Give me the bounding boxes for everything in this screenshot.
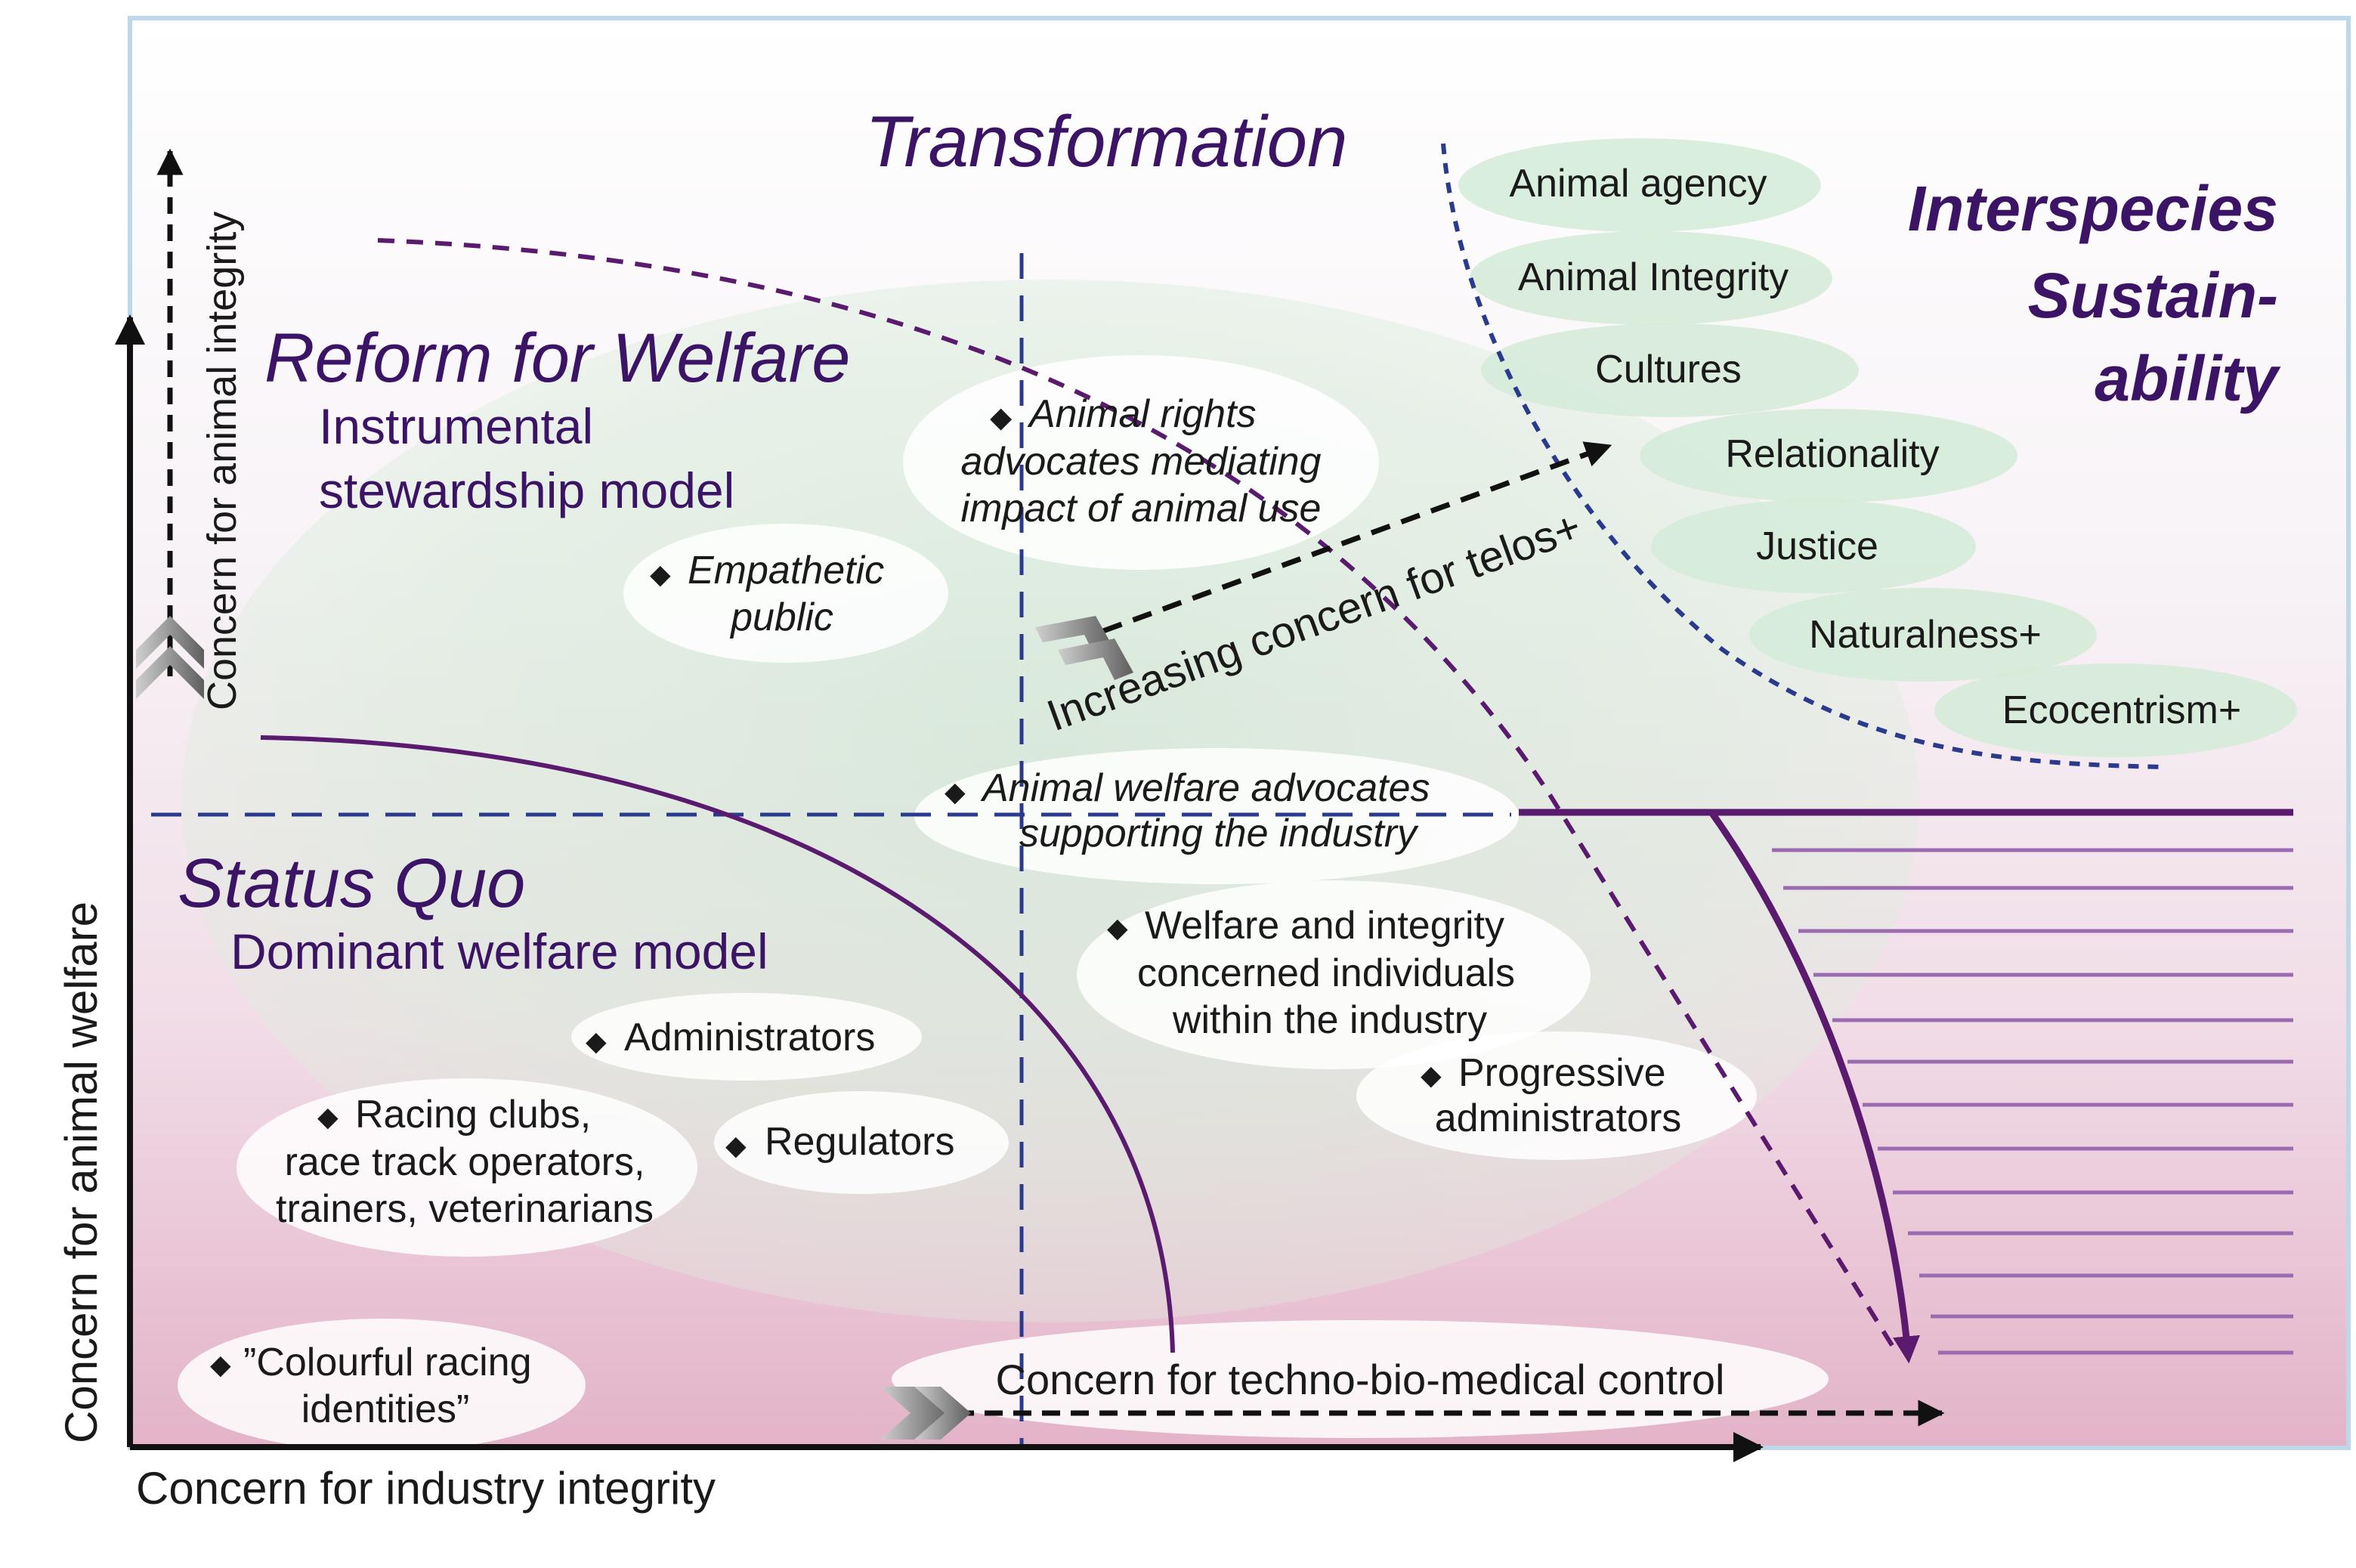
actor-welfare-integrity-line-1: Welfare and integrity [1145, 904, 1504, 948]
actor-racing-line-2: race track operators, [285, 1140, 645, 1184]
actor-welfare-integrity-line-2: concerned individuals [1137, 951, 1515, 995]
actor-welfare-advocates-line-1: Animal welfare advocates [980, 766, 1430, 810]
actor-empathetic-line-1: Empathetic [688, 549, 884, 592]
heading-interspecies-3: ability [2095, 343, 2281, 414]
actor-colourful: ◆ ”Colourful racing identities” [210, 1341, 532, 1431]
actor-welfare-integrity: ◆ Welfare and integrity concerned indivi… [1107, 904, 1515, 1042]
ellipse-welfare-advocates [914, 748, 1519, 884]
actor-progressive-line-1: Progressive [1458, 1051, 1666, 1095]
bullet-icon: ◆ [650, 558, 671, 589]
value-animal-agency: Animal agency [1509, 162, 1767, 206]
bullet-icon: ◆ [1107, 912, 1128, 943]
ellipse-justice [1651, 499, 1976, 593]
ellipse-colourful [178, 1319, 586, 1452]
bullet-icon: ◆ [945, 776, 966, 807]
actor-racing: ◆ Racing clubs, race track operators, tr… [276, 1093, 654, 1231]
bullet-icon: ◆ [317, 1101, 339, 1132]
ellipse-racing [237, 1078, 697, 1257]
value-cultures: Cultures [1595, 348, 1742, 391]
subheading-status-quo: Dominant welfare model [230, 923, 768, 979]
subheading-reform-1: Instrumental [319, 398, 593, 454]
ellipse-empathetic-public [623, 524, 948, 663]
heading-transformation: Transformation [865, 101, 1347, 182]
ellipse-relationality [1640, 409, 2017, 503]
actor-regulators-label: Regulators [765, 1120, 954, 1164]
bullet-icon: ◆ [725, 1130, 747, 1161]
ellipse-regulators [714, 1091, 1009, 1194]
actor-administrators-label: Administrators [624, 1016, 875, 1059]
heading-interspecies-2: Sustain- [2028, 260, 2278, 331]
value-relationality: Relationality [1725, 432, 1939, 476]
heading-reform: Reform for Welfare [264, 320, 850, 397]
actor-animal-rights: ◆ Animal rights advocates mediating impa… [961, 392, 1322, 530]
actor-racing-line-1: Racing clubs, [355, 1093, 591, 1137]
ellipse-welfare-integrity [1077, 880, 1591, 1069]
actor-animal-rights-line-2: advocates mediating [961, 440, 1322, 484]
ellipse-cultures [1481, 323, 1859, 417]
actor-colourful-line-2: identities” [301, 1387, 470, 1431]
value-justice: Justice [1756, 524, 1878, 568]
bullet-icon: ◆ [990, 402, 1013, 434]
actor-empathetic-line-2: public [729, 595, 833, 639]
telos-chevron-icon [1035, 616, 1133, 680]
x-axis-label: Concern for industry integrity [136, 1463, 716, 1514]
telos-dashed-arrow [1102, 441, 1612, 634]
actor-animal-rights-line-1: Animal rights [1027, 392, 1257, 436]
ellipse-administrators [571, 993, 922, 1081]
bullet-icon: ◆ [210, 1349, 231, 1380]
bullet-icon: ◆ [586, 1025, 607, 1056]
actor-animal-rights-line-3: impact of animal use [961, 487, 1322, 530]
value-ecocentrism: Ecocentrism+ [2002, 688, 2241, 732]
techno-chevron-icon [880, 1387, 971, 1440]
transformation-dashed-curve [377, 238, 1899, 1354]
bullet-icon: ◆ [1421, 1059, 1442, 1090]
actor-welfare-advocates: ◆ Animal welfare advocates supporting th… [945, 766, 1430, 855]
ellipse-progressive [1356, 1031, 1757, 1160]
subheading-reform-2: stewardship model [319, 462, 734, 518]
ellipse-animal-agency [1458, 138, 1821, 232]
integrity-axis-label: Concern for animal integrity [199, 212, 245, 710]
actor-administrators: ◆ Administrators [586, 1016, 875, 1059]
value-naturalness: Naturalness+ [1809, 613, 2042, 657]
value-animal-integrity: Animal Integrity [1518, 255, 1789, 299]
techno-label: Concern for techno-bio-medical control [996, 1356, 1725, 1403]
ellipse-ecocentrism [1934, 663, 2297, 757]
y-axis-label: Concern for animal welfare [56, 902, 107, 1443]
ellipse-animal-integrity [1470, 231, 1832, 325]
actor-welfare-integrity-line-3: within the industry [1172, 998, 1487, 1042]
status-quo-arc [260, 735, 1175, 1353]
actor-empathetic-public: ◆ Empathetic public [650, 549, 884, 639]
actor-racing-line-3: trainers, veterinarians [276, 1187, 654, 1231]
ellipse-techno [892, 1320, 1829, 1438]
value-ellipses [1458, 138, 2297, 757]
actor-welfare-advocates-line-2: supporting the industry [1019, 812, 1419, 855]
hatching-lines [1772, 848, 2293, 1355]
ellipse-naturalness [1749, 588, 2097, 682]
heading-interspecies-1: Interspecies [1908, 173, 2278, 244]
actor-colourful-line-1: ”Colourful racing [243, 1341, 532, 1384]
integrity-chevron-icon [136, 616, 204, 699]
interspecies-dotted-curve [1441, 143, 2162, 769]
heading-status-quo: Status Quo [178, 845, 525, 922]
actor-progressive-line-2: administrators [1435, 1096, 1682, 1140]
actor-regulators: ◆ Regulators [725, 1120, 954, 1164]
descending-purple-arrow [1708, 810, 1920, 1364]
value-labels: Animal agency Animal Integrity Cultures … [1509, 162, 2241, 732]
actor-progressive-admins: ◆ Progressive administrators [1421, 1051, 1681, 1140]
